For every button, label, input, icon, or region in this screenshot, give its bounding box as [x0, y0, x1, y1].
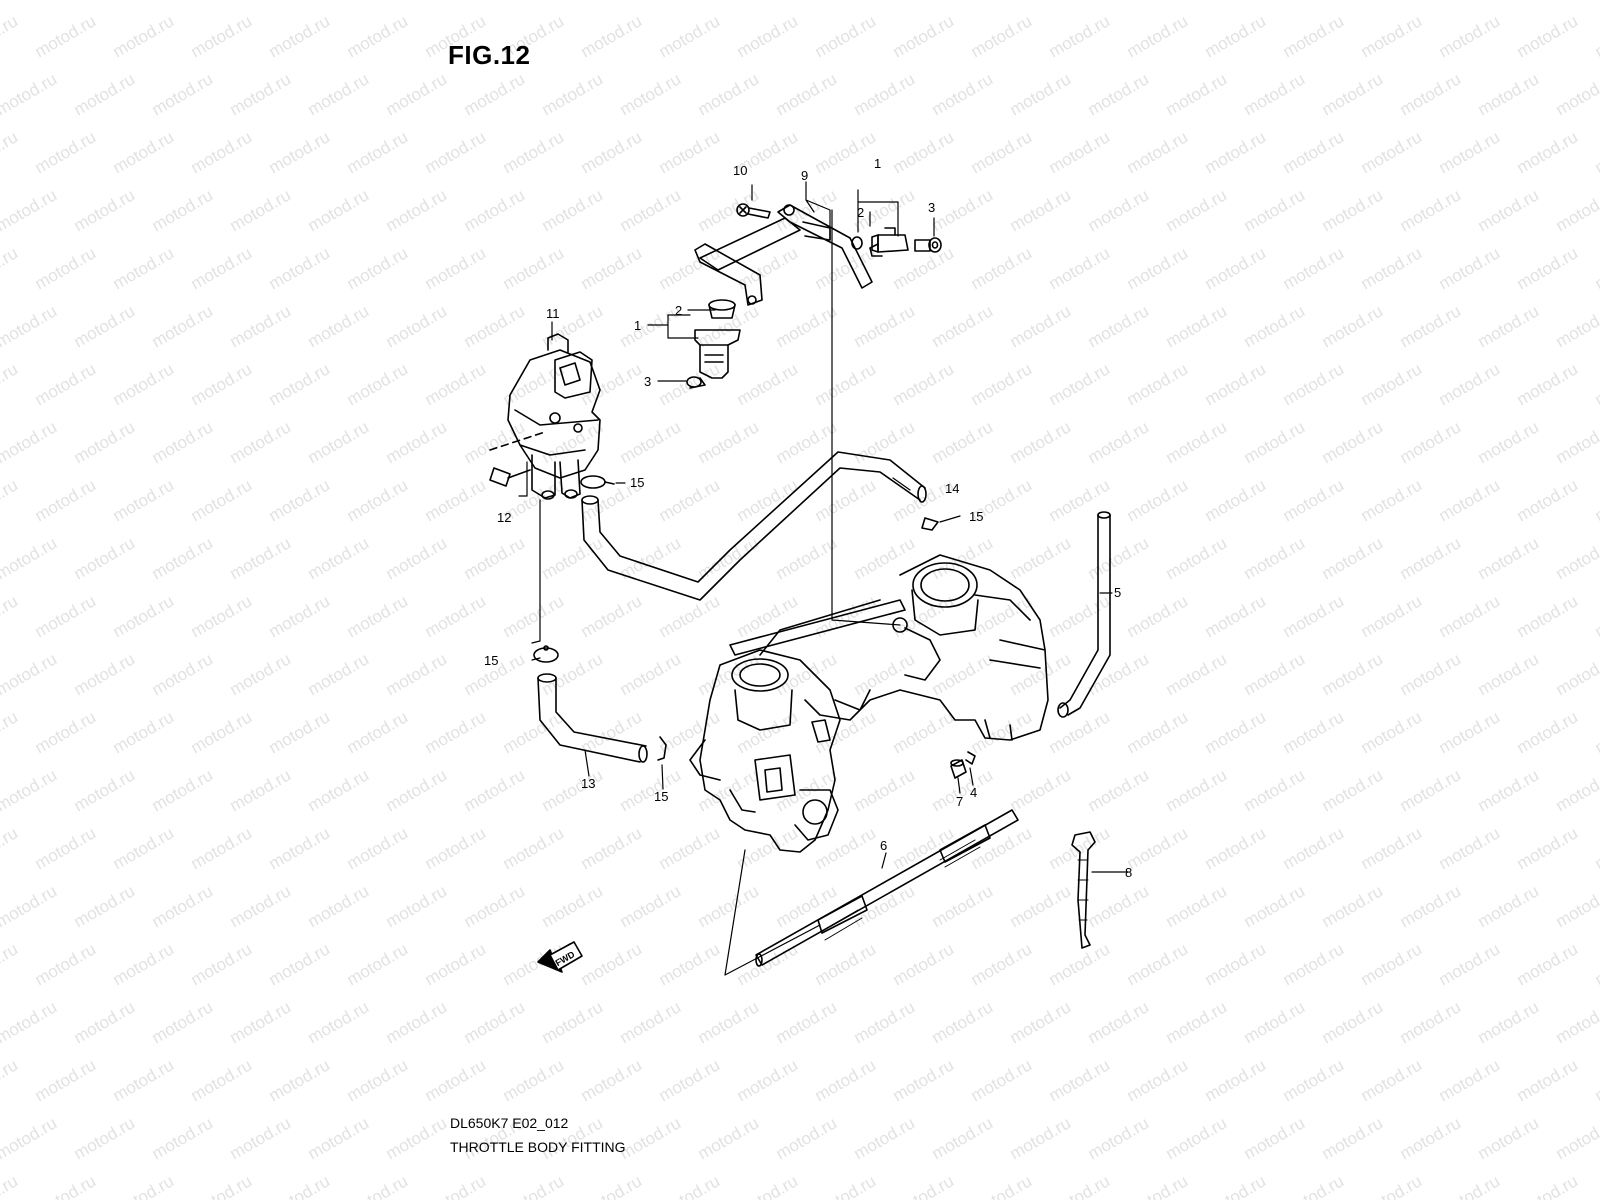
fuel-delivery-pipe: [694, 204, 873, 306]
screw-12: [489, 431, 546, 487]
callout-10: 10: [733, 163, 747, 178]
clamp-15-a: [580, 475, 615, 489]
callout-12: 12: [497, 510, 511, 525]
reference-code: DL650K7 E02_012: [450, 1115, 569, 1131]
clamp-15-d: [657, 736, 667, 761]
callout-15-d: 15: [654, 789, 668, 804]
tie-8: [1071, 831, 1096, 949]
injector-left: [686, 299, 741, 389]
hose-14: [581, 451, 927, 601]
callout-9: 9: [801, 168, 808, 183]
cap-7: [950, 759, 967, 779]
callout-15-c: 15: [484, 653, 498, 668]
callout-8: 8: [1125, 865, 1132, 880]
callout-5: 5: [1114, 585, 1121, 600]
callout-1-left: 1: [634, 318, 641, 333]
hose-5: [1057, 511, 1111, 718]
iac-valve: [507, 333, 601, 500]
fwd-arrow: [537, 941, 583, 973]
injector-top: [851, 227, 942, 257]
callout-15-b: 15: [969, 509, 983, 524]
callout-14: 14: [945, 481, 959, 496]
callout-4: 4: [970, 785, 977, 800]
callout-3-top: 3: [928, 200, 935, 215]
figure-title: FIG.12: [448, 40, 531, 70]
leader-lines: [518, 181, 1129, 976]
clamp-15-c: [533, 645, 559, 663]
hose-6: [755, 809, 1019, 967]
callout-7: 7: [956, 794, 963, 809]
callout-6: 6: [880, 838, 887, 853]
throttle-body: [689, 554, 1049, 853]
callout-15-a: 15: [630, 475, 644, 490]
callout-1-top: 1: [874, 156, 881, 171]
callout-3-left: 3: [644, 374, 651, 389]
hose-13: [537, 673, 648, 763]
clamp-4: [965, 751, 976, 765]
callout-2-left: 2: [675, 303, 682, 318]
figure-caption: THROTTLE BODY FITTING: [450, 1139, 626, 1155]
callout-11: 11: [546, 306, 560, 321]
screw-10: [736, 203, 771, 219]
clamp-15-b: [921, 517, 939, 531]
callout-13: 13: [581, 776, 595, 791]
callout-2-top: 2: [857, 205, 864, 220]
